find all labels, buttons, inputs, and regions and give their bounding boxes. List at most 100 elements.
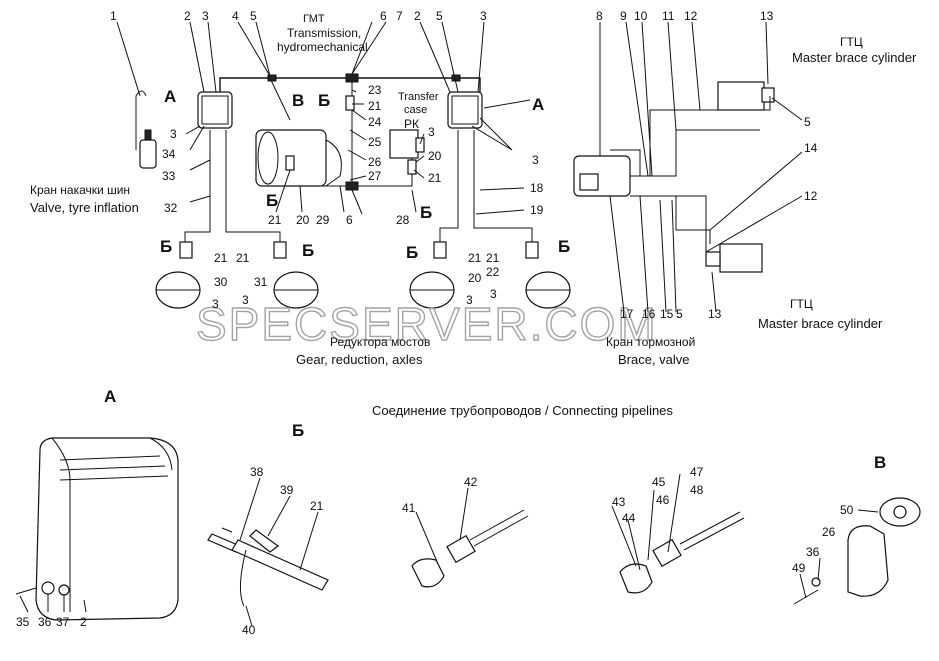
pipe-right-down-2 <box>473 130 533 242</box>
callout: 3 <box>212 297 219 311</box>
callout: 13 <box>760 9 774 23</box>
brake-ru: Кран тормозной <box>606 335 695 349</box>
callout: 19 <box>530 203 544 217</box>
callout: 32 <box>164 201 178 215</box>
callout: 3 <box>480 9 487 23</box>
brake-valve <box>573 155 631 197</box>
pipe-left-down-2 <box>225 130 281 242</box>
callout: 35 <box>16 615 30 629</box>
callout: 21 <box>268 213 282 227</box>
leaders <box>19 21 879 627</box>
detail-a-accumulator <box>15 437 179 621</box>
callout: 12 <box>804 189 818 203</box>
callout: 43 <box>612 495 626 509</box>
callout: 49 <box>792 561 806 575</box>
callout: 3 <box>428 125 435 139</box>
callout: 6 <box>346 213 353 227</box>
callout: 2 <box>184 9 191 23</box>
callout: 9 <box>620 9 627 23</box>
view-b-3: Б <box>420 203 432 222</box>
callout: 50 <box>840 503 854 517</box>
callout: 47 <box>690 465 704 479</box>
callout: 1 <box>110 9 117 23</box>
detail-fitting-2 <box>619 511 745 594</box>
callout: 3 <box>490 287 497 301</box>
transfer-2: case <box>404 104 427 116</box>
callout: 26 <box>368 155 382 169</box>
transfer-1: Transfer <box>398 91 439 103</box>
transfer-ru: РК <box>404 117 419 131</box>
callout: 3 <box>242 293 249 307</box>
view-b-5: Б <box>302 241 314 260</box>
callout: 3 <box>532 153 539 167</box>
callout: 6 <box>380 9 387 23</box>
pipe-center-3 <box>269 77 291 121</box>
view-b-2: Б <box>266 191 278 210</box>
callout: 2 <box>414 9 421 23</box>
callout: 21 <box>310 499 324 513</box>
master-cylinder-top <box>717 81 775 111</box>
detail-v-title: В <box>874 453 886 472</box>
view-b-6: Б <box>406 243 418 262</box>
callout: 24 <box>368 115 382 129</box>
couplings-top <box>179 73 539 259</box>
view-a-left: А <box>164 87 176 106</box>
gtc-bot-en: Master brace cylinder <box>758 316 883 331</box>
connecting-title: Соединение трубопроводов / Connecting pi… <box>372 403 673 418</box>
callout: 21 <box>468 251 482 265</box>
callout: 21 <box>368 99 382 113</box>
gtc-top-ru: ГТЦ <box>840 35 863 49</box>
view-b-4: Б <box>160 237 172 256</box>
callout: 5 <box>436 9 443 23</box>
transfer-case <box>389 129 419 159</box>
watermark: SPECSERVER.COM <box>196 298 658 350</box>
callout: 42 <box>464 475 478 489</box>
callout: 29 <box>316 213 330 227</box>
callout: 46 <box>656 493 670 507</box>
detail-v-cover <box>793 497 921 605</box>
view-b-7: Б <box>558 237 570 256</box>
accumulator-left <box>197 91 233 129</box>
callout: 23 <box>368 83 382 97</box>
callout: 31 <box>254 275 268 289</box>
callout: 5 <box>250 9 257 23</box>
view-b-1: Б <box>318 91 330 110</box>
view-v-top: В <box>292 91 304 110</box>
axle-reducers <box>155 271 571 309</box>
callout: 20 <box>428 149 442 163</box>
callout: 15 <box>660 307 674 321</box>
gear-en: Gear, reduction, axles <box>296 352 423 367</box>
callout: 26 <box>822 525 836 539</box>
callout: 21 <box>236 251 250 265</box>
callout: 41 <box>402 501 416 515</box>
view-a-right: А <box>532 95 544 114</box>
callout: 20 <box>296 213 310 227</box>
callout: 10 <box>634 9 648 23</box>
callout: 28 <box>396 213 410 227</box>
callout: 11 <box>662 9 675 23</box>
detail-b-clamp <box>207 527 329 607</box>
brake-pipes <box>599 40 771 252</box>
gear-ru: Редуктора мостов <box>330 335 430 349</box>
callout: 3 <box>466 293 473 307</box>
callout: 27 <box>368 169 382 183</box>
callout: 12 <box>684 9 698 23</box>
callout: 21 <box>486 251 500 265</box>
callout: 3 <box>202 9 209 23</box>
gmt-en-2: hydromechanical <box>277 40 368 54</box>
callout: 48 <box>690 483 704 497</box>
gtc-top-en: Master brace cylinder <box>792 50 917 65</box>
detail-a-title: А <box>104 387 116 406</box>
callout: 13 <box>708 307 722 321</box>
callout: 30 <box>214 275 228 289</box>
transmission-body <box>255 129 342 187</box>
callout: 20 <box>468 271 482 285</box>
callout: 7 <box>396 9 403 23</box>
callout: 36 <box>806 545 820 559</box>
callout: 14 <box>804 141 818 155</box>
pipe-left-down <box>184 130 211 242</box>
callout: 36 <box>38 615 52 629</box>
callout: 17 <box>620 307 634 321</box>
callout: 38 <box>250 465 264 479</box>
